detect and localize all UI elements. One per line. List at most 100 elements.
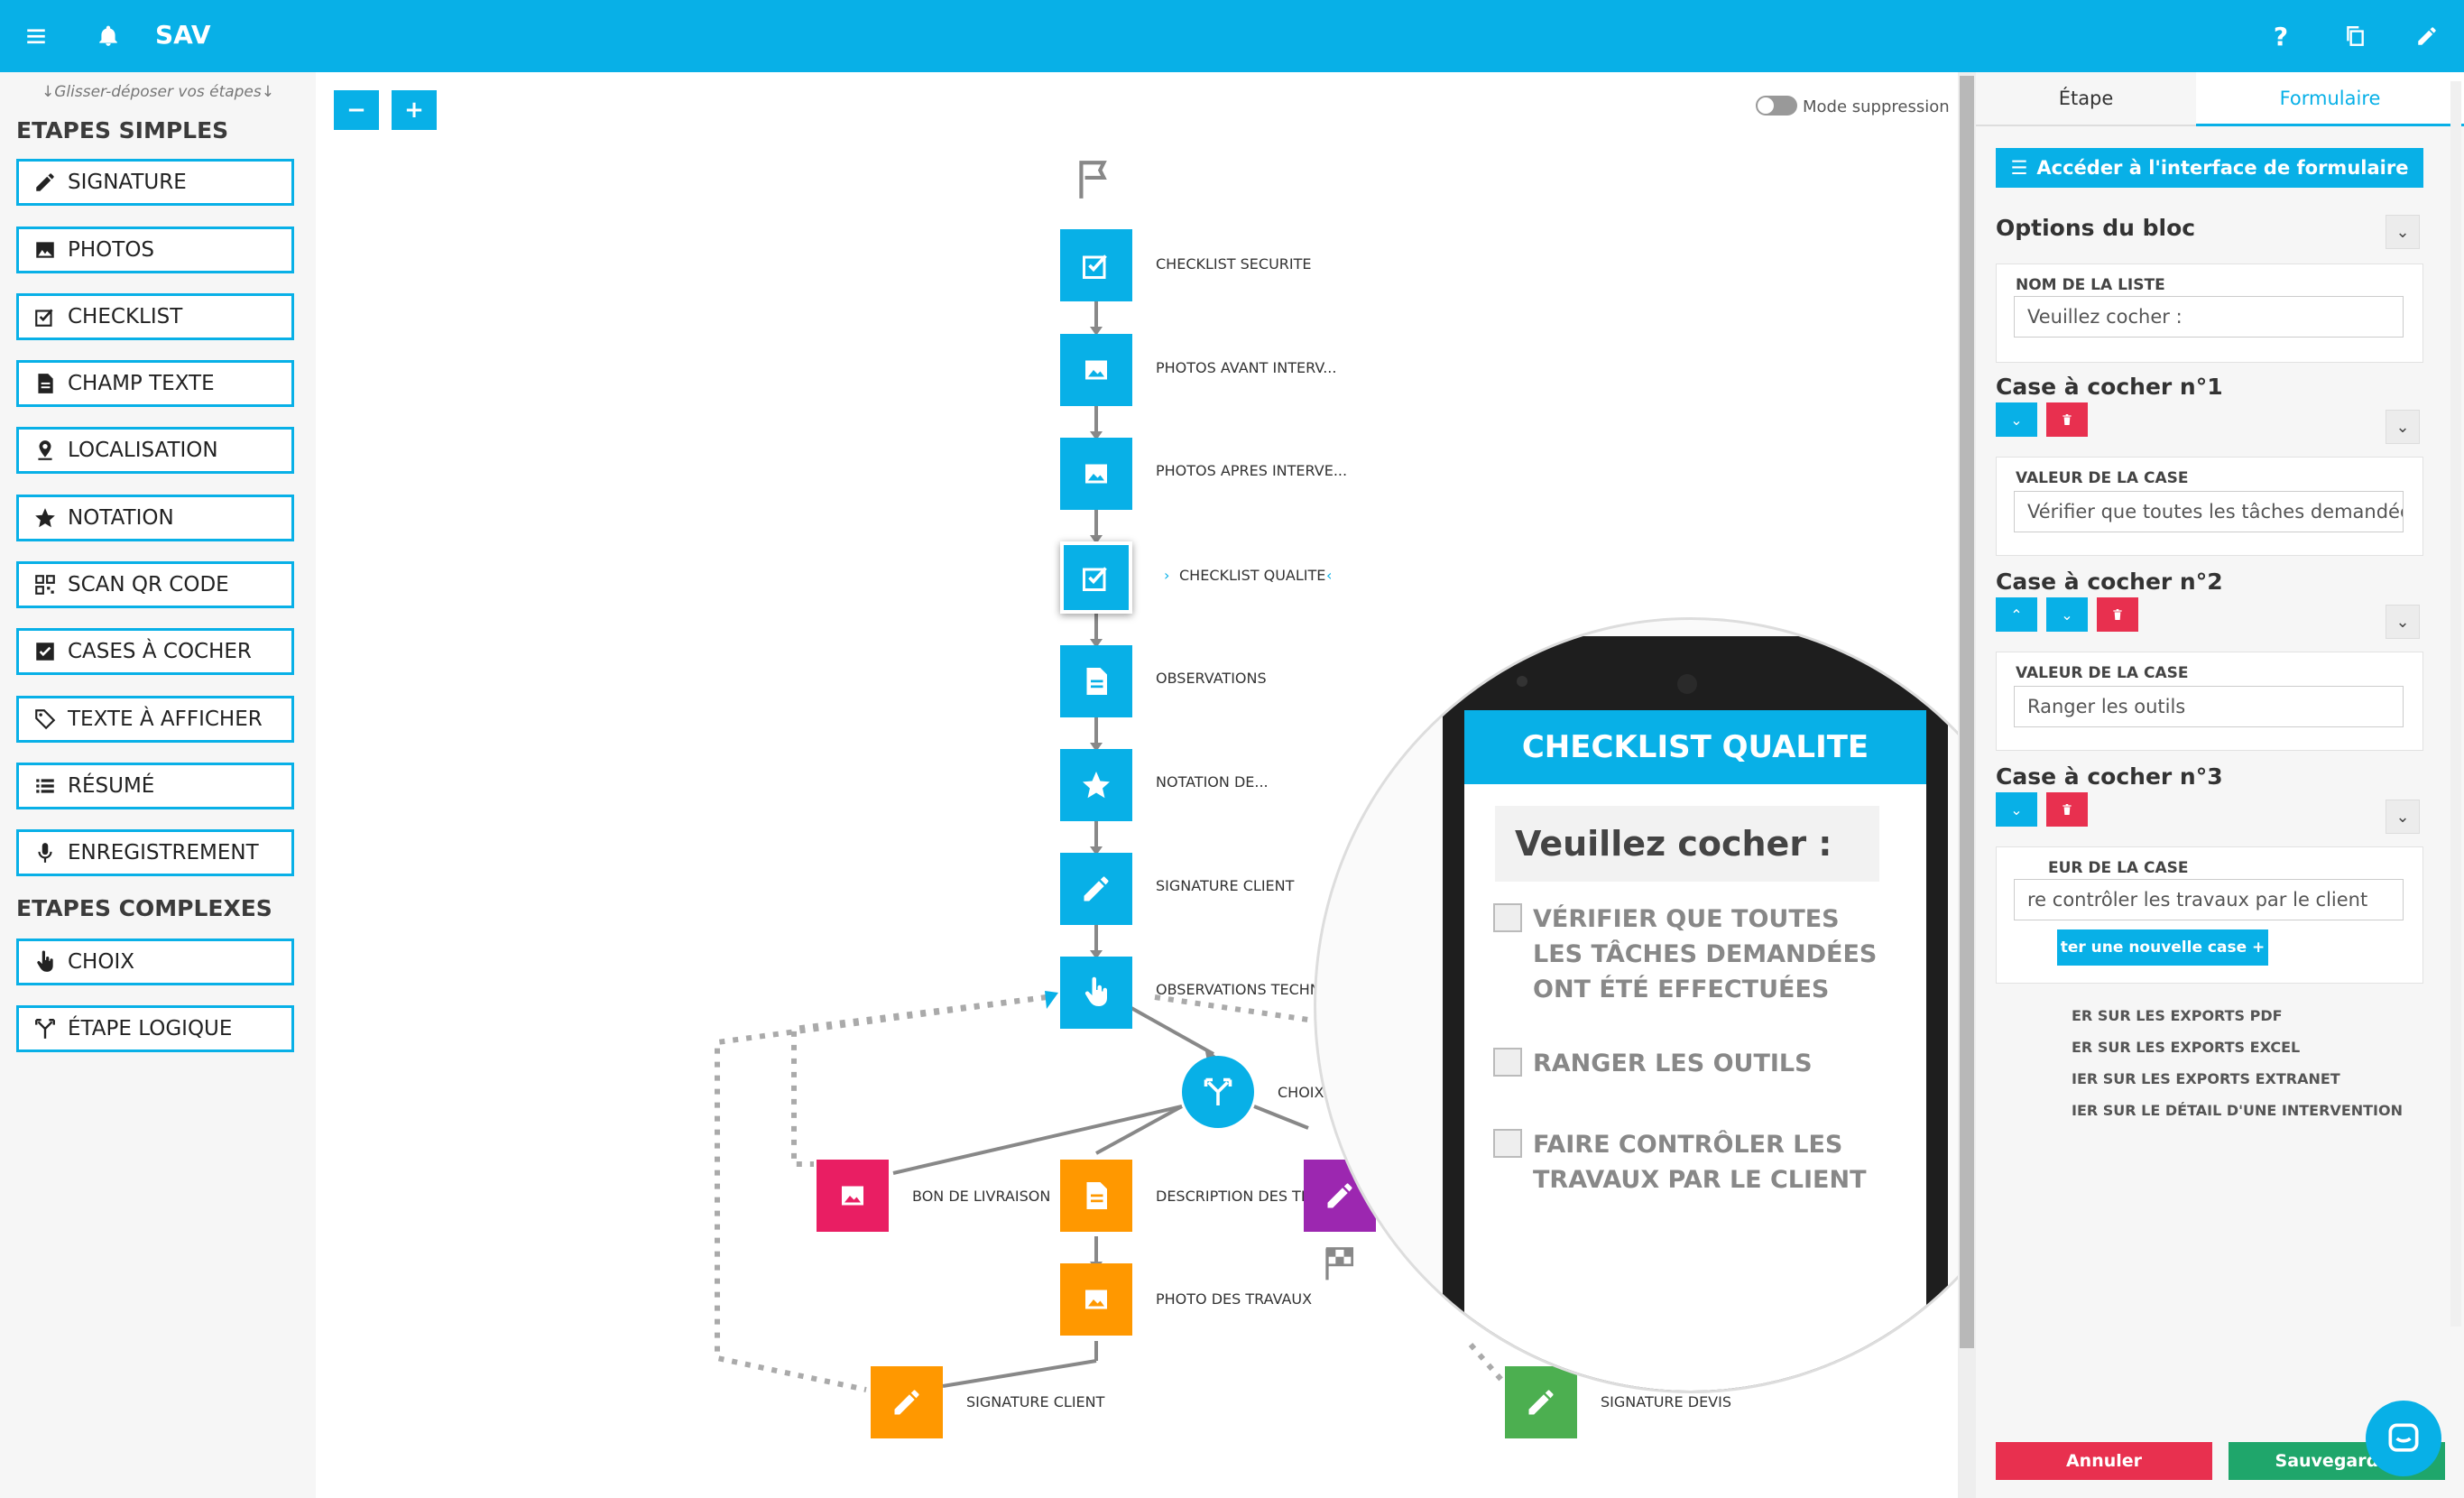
tab-formulaire[interactable]: Formulaire bbox=[2196, 72, 2464, 126]
node-label: SIGNATURE DEVIS bbox=[1601, 1393, 1731, 1410]
node-choix[interactable] bbox=[1182, 1056, 1254, 1128]
image-icon bbox=[1085, 1290, 1107, 1309]
cancel-button[interactable]: Annuler bbox=[1996, 1442, 2212, 1480]
list-name-label: NOM DE LA LISTE bbox=[2016, 276, 2165, 294]
step-label: TEXTE À AFFICHER bbox=[68, 707, 263, 731]
node-label: OBSERVATIONS bbox=[1156, 670, 1267, 687]
zoom-in-button[interactable]: + bbox=[392, 90, 437, 130]
tab-etape[interactable]: Étape bbox=[1976, 72, 2196, 126]
node-label: PHOTO DES TRAVAUX bbox=[1156, 1290, 1313, 1308]
node-checklist-securite[interactable] bbox=[1060, 229, 1132, 301]
trash-icon bbox=[2063, 414, 2072, 425]
export-option-excel[interactable]: ER SUR LES EXPORTS EXCEL bbox=[2072, 1039, 2301, 1056]
node-label: CHOIX bbox=[1278, 1084, 1324, 1101]
hand-pointer-icon bbox=[37, 950, 53, 972]
phone-preview-magnifier: CHECKLIST QUALITE Veuillez cocher : VÉRI… bbox=[1314, 617, 2068, 1393]
bell-icon[interactable] bbox=[92, 20, 125, 52]
node-photos-avant[interactable] bbox=[1060, 334, 1132, 406]
step-signature[interactable]: SIGNATURE bbox=[16, 159, 294, 206]
phone-checkbox-label-2: RANGER LES OUTILS bbox=[1533, 1050, 1813, 1077]
delete-button[interactable] bbox=[2097, 597, 2138, 632]
node-label: DESCRIPTION DES TR bbox=[1156, 1188, 1311, 1205]
hand-pointer-icon bbox=[1084, 976, 1107, 1006]
open-form-interface-button[interactable]: ☰ Accéder à l'interface de formulaire bbox=[1996, 148, 2423, 188]
branch-icon bbox=[1204, 1077, 1232, 1105]
list-name-input[interactable]: Veuillez cocher : bbox=[2014, 296, 2404, 338]
delete-button[interactable] bbox=[2046, 792, 2088, 827]
step-checkboxes[interactable]: CASES À COCHER bbox=[16, 628, 294, 675]
node-observations[interactable] bbox=[1060, 645, 1132, 717]
step-choice[interactable]: CHOIX bbox=[16, 939, 294, 985]
step-label: ÉTAPE LOGIQUE bbox=[68, 1017, 233, 1040]
step-recording[interactable]: ENREGISTREMENT bbox=[16, 829, 294, 876]
node-signature-client[interactable] bbox=[1060, 853, 1132, 925]
chat-icon bbox=[2388, 1423, 2419, 1452]
export-option-pdf[interactable]: ER SUR LES EXPORTS PDF bbox=[2072, 1007, 2283, 1024]
edit-icon[interactable] bbox=[2411, 20, 2443, 52]
add-case-button[interactable]: ter une nouvelle case + bbox=[2057, 929, 2268, 966]
node-label: PHOTOS AVANT INTERV... bbox=[1156, 359, 1337, 376]
complex-steps-heading: ETAPES COMPLEXES bbox=[16, 895, 272, 921]
step-summary[interactable]: RÉSUMÉ bbox=[16, 763, 294, 809]
case-1-value-label: VALEUR DE LA CASE bbox=[2016, 469, 2189, 487]
checklist-icon bbox=[1083, 254, 1107, 279]
phone-sensor bbox=[1517, 676, 1527, 687]
phone-checkbox-label-3: FAIRE CONTRÔLER LES TRAVAUX PAR LE CLIEN… bbox=[1533, 1131, 1867, 1194]
simple-steps-heading: ETAPES SIMPLES bbox=[16, 117, 229, 143]
phone-checkbox-label-1: VÉRIFIER QUE TOUTES LES TÂCHES DEMANDÉES… bbox=[1533, 905, 1878, 1003]
step-display-text[interactable]: TEXTE À AFFICHER bbox=[16, 696, 294, 743]
canvas-scrollbar-thumb[interactable] bbox=[1960, 76, 1974, 1348]
panel-scrollbar[interactable] bbox=[2450, 81, 2461, 1327]
phone-checkbox-1[interactable] bbox=[1493, 903, 1522, 932]
image-icon bbox=[1085, 464, 1107, 484]
toggle-knob bbox=[1758, 97, 1774, 114]
export-option-intervention[interactable]: IER SUR LE DÉTAIL D'UNE INTERVENTION bbox=[2072, 1102, 2403, 1119]
move-down-button[interactable]: ⌄ bbox=[1996, 792, 2037, 827]
move-up-button[interactable]: ⌃ bbox=[1996, 597, 2037, 632]
step-checklist[interactable]: CHECKLIST bbox=[16, 293, 294, 340]
chevron-down-icon[interactable]: ⌄ bbox=[2386, 605, 2420, 639]
phone-prompt: Veuillez cocher : bbox=[1495, 806, 1879, 882]
delete-button[interactable] bbox=[2046, 402, 2088, 437]
node-signature-client-2[interactable] bbox=[871, 1366, 943, 1438]
chevron-down-icon[interactable]: ⌄ bbox=[2386, 215, 2420, 249]
move-down-button[interactable]: ⌄ bbox=[2046, 597, 2088, 632]
node-checklist-qualite-selected[interactable] bbox=[1060, 541, 1132, 614]
node-observations-techn[interactable] bbox=[1060, 957, 1132, 1029]
step-location[interactable]: LOCALISATION bbox=[16, 427, 294, 474]
step-text-field[interactable]: CHAMP TEXTE bbox=[16, 360, 294, 407]
top-bar bbox=[0, 0, 2464, 72]
case-3-value-input[interactable]: re contrôler les travaux par le client bbox=[2014, 879, 2404, 920]
document-icon bbox=[38, 374, 53, 393]
export-option-extranet[interactable]: IER SUR LES EXPORTS EXTRANET bbox=[2072, 1070, 2340, 1087]
document-icon bbox=[1086, 668, 1107, 695]
node-description-travaux[interactable] bbox=[1060, 1160, 1132, 1232]
step-label: PHOTOS bbox=[68, 238, 155, 262]
node-label: CHECKLIST SECURITE bbox=[1156, 255, 1312, 273]
microphone-icon bbox=[38, 843, 52, 863]
document-icon bbox=[1086, 1182, 1107, 1209]
step-rating[interactable]: NOTATION bbox=[16, 495, 294, 541]
case-2-value-input[interactable]: Ranger les outils bbox=[2014, 686, 2404, 727]
chat-launcher-button[interactable] bbox=[2366, 1401, 2441, 1476]
chevron-down-icon[interactable]: ⌄ bbox=[2386, 800, 2420, 834]
case-1-value-input[interactable]: Vérifier que toutes les tâches demandées bbox=[2014, 491, 2404, 532]
move-down-button[interactable]: ⌄ bbox=[1996, 402, 2037, 437]
step-logic[interactable]: ÉTAPE LOGIQUE bbox=[16, 1005, 294, 1052]
step-scan-qr[interactable]: SCAN QR CODE bbox=[16, 561, 294, 608]
node-photo-travaux[interactable] bbox=[1060, 1263, 1132, 1336]
step-photos[interactable]: PHOTOS bbox=[16, 227, 294, 273]
phone-checkbox-3[interactable] bbox=[1493, 1129, 1522, 1158]
zoom-out-button[interactable]: − bbox=[334, 90, 379, 130]
pencil-icon bbox=[1084, 876, 1109, 902]
node-photos-apres[interactable] bbox=[1060, 438, 1132, 510]
phone-checkbox-2[interactable] bbox=[1493, 1048, 1522, 1077]
help-icon[interactable]: ? bbox=[2273, 21, 2289, 51]
copy-icon[interactable] bbox=[2339, 20, 2371, 52]
step-label: NOTATION bbox=[68, 506, 174, 530]
node-notation[interactable] bbox=[1060, 749, 1132, 821]
chevron-down-icon[interactable]: ⌄ bbox=[2386, 410, 2420, 444]
node-bon-de-livraison[interactable] bbox=[817, 1160, 889, 1232]
menu-icon[interactable] bbox=[20, 20, 52, 52]
node-label: OBSERVATIONS TECHN bbox=[1156, 981, 1321, 998]
